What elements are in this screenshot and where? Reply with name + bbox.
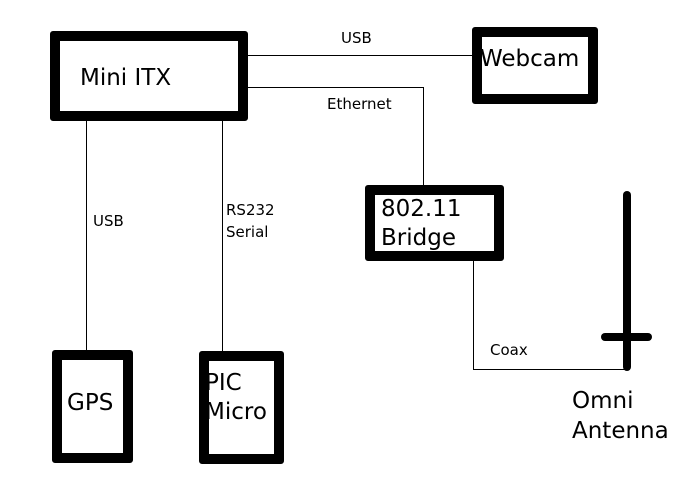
edge-itx-pic-label-line1: RS232	[226, 201, 275, 219]
antenna-crossbar-icon	[601, 333, 652, 341]
edge-itx-gps-line	[86, 120, 87, 351]
node-mini-itx: Mini ITX	[50, 31, 248, 121]
node-antenna-label-line2: Antenna	[572, 418, 669, 444]
edge-itx-pic-label-line2: Serial	[226, 223, 269, 241]
edge-itx-webcam-line	[247, 55, 473, 56]
antenna-mast-icon	[623, 191, 631, 371]
edge-itx-bridge-line-v	[423, 87, 424, 186]
edge-bridge-antenna-line-v	[473, 259, 474, 369]
node-bridge: 802.11 Bridge	[365, 185, 504, 261]
node-gps: GPS	[52, 350, 133, 463]
node-webcam: Webcam	[472, 27, 598, 104]
edge-itx-bridge-label: Ethernet	[327, 95, 392, 113]
edge-bridge-antenna-label: Coax	[490, 341, 528, 359]
node-mini-itx-label: Mini ITX	[80, 65, 172, 91]
node-bridge-label-line2: Bridge	[381, 225, 456, 251]
edge-itx-webcam-label: USB	[341, 29, 372, 47]
edge-itx-bridge-line-h	[247, 87, 424, 88]
edge-itx-gps-label: USB	[93, 212, 124, 230]
node-gps-label: GPS	[67, 390, 114, 416]
node-antenna-label-line1: Omni	[572, 388, 634, 414]
node-bridge-label-line1: 802.11	[381, 196, 462, 222]
node-pic-micro: PIC Micro	[199, 351, 284, 464]
node-webcam-label: Webcam	[480, 46, 580, 72]
node-pic-label-line1: PIC	[205, 370, 242, 396]
node-pic-label-line2: Micro	[205, 399, 267, 425]
edge-bridge-antenna-line-h	[473, 369, 628, 370]
edge-itx-pic-line	[222, 120, 223, 352]
